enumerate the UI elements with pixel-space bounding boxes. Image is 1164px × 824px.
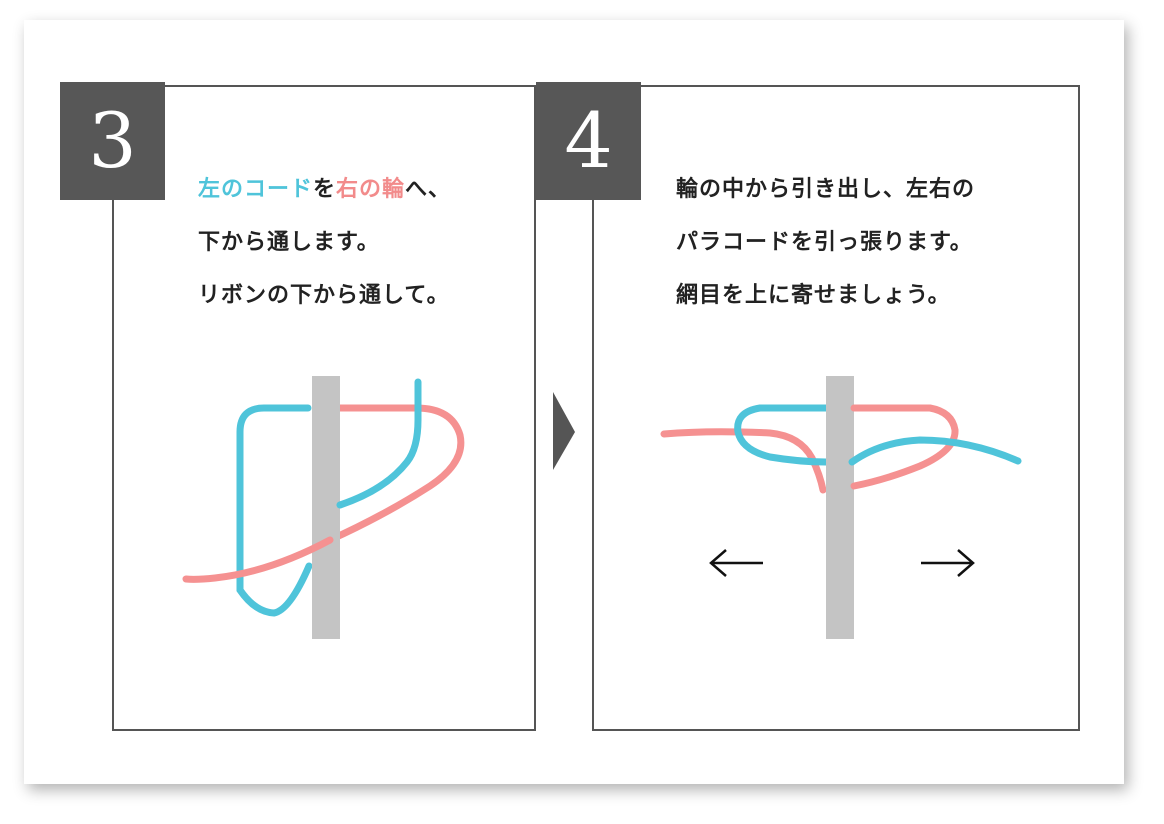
step-4-line-1: 輪の中から引き出し、左右の: [676, 177, 976, 202]
step-3-right-loop-text: 右の輪: [336, 177, 406, 202]
step-4-line-3: 網目を上に寄せましょう。: [676, 283, 951, 308]
step-3-line-1: 左のコードを右の輪へ、: [198, 171, 451, 203]
step-3-left-cord-text: 左のコード: [198, 177, 314, 202]
step-4-number-badge: 4: [536, 82, 641, 200]
step-3-number-badge: 3: [60, 82, 165, 200]
step-4-line-2: パラコードを引っ張ります。: [676, 230, 973, 255]
step-3-line-3: リボンの下から通して。: [198, 283, 450, 308]
step-3-direction-text: へ、: [405, 177, 452, 202]
step-3-line-2: 下から通します。: [198, 230, 380, 255]
step-3-particle-text: を: [313, 177, 337, 202]
